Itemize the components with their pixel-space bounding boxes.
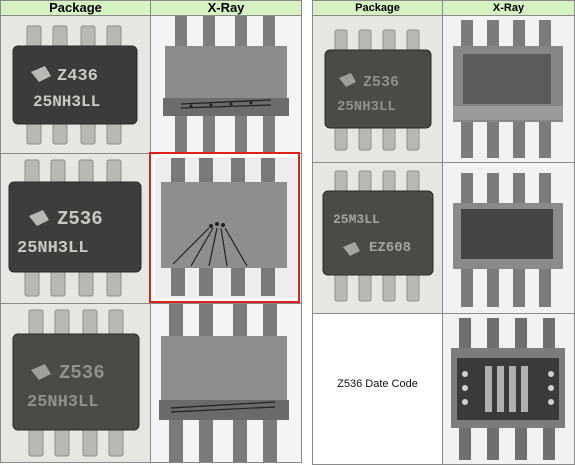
left-xray-header: X-Ray — [150, 0, 302, 16]
package-photo-cell: Z536 25NH3LL — [0, 153, 151, 304]
xray-image — [443, 16, 574, 162]
xray-image — [151, 154, 301, 303]
package-marking-line1: Z536 — [59, 362, 105, 384]
package-marking-line1: 25M3LL — [333, 212, 380, 227]
xray-image — [443, 163, 574, 313]
package-photo: 25M3LL EZ608 — [313, 163, 442, 313]
right-xray-header: X-Ray — [442, 0, 575, 16]
package-photo-cell: Z536 25NH3LL — [312, 15, 443, 163]
right-comparison-table: Package X-Ray Z536 25NH3LL — [312, 0, 575, 465]
package-marking-line2: EZ608 — [369, 240, 411, 256]
selected-xray-highlight — [149, 152, 300, 303]
caption-cell: Z536 Date Code — [312, 313, 443, 465]
left-comparison-table: Package X-Ray Z436 25NH3LL — [0, 0, 302, 463]
xray-image-cell — [442, 162, 575, 314]
xray-image-cell — [442, 313, 575, 465]
xray-image — [443, 314, 574, 464]
package-marking-line1: Z436 — [57, 67, 98, 86]
package-marking-line2: 25NH3LL — [17, 239, 88, 258]
xray-image-cell — [442, 15, 575, 163]
package-marking-line2: 25NH3LL — [33, 93, 100, 111]
package-photo: Z436 25NH3LL — [1, 16, 150, 153]
left-package-header: Package — [0, 0, 151, 16]
xray-image-cell — [150, 303, 302, 463]
right-package-header: Package — [312, 0, 443, 16]
package-marking-line2: 25NH3LL — [337, 99, 396, 115]
date-code-caption: Z536 Date Code — [337, 378, 418, 390]
package-marking-line1: Z536 — [363, 74, 399, 91]
package-photo-cell: Z436 25NH3LL — [0, 15, 151, 154]
package-photo-cell: Z536 25NH3LL — [0, 303, 151, 463]
xray-image-cell — [150, 15, 302, 154]
package-marking-line1: Z536 — [57, 208, 103, 230]
package-marking-line2: 25NH3LL — [27, 393, 98, 412]
package-photo: Z536 25NH3LL — [313, 16, 442, 162]
package-photo-cell: 25M3LL EZ608 — [312, 162, 443, 314]
xray-image — [151, 304, 301, 462]
package-photo: Z536 25NH3LL — [1, 304, 150, 462]
xray-image-cell — [150, 153, 302, 304]
xray-image — [151, 16, 301, 153]
package-photo: Z536 25NH3LL — [1, 154, 150, 303]
